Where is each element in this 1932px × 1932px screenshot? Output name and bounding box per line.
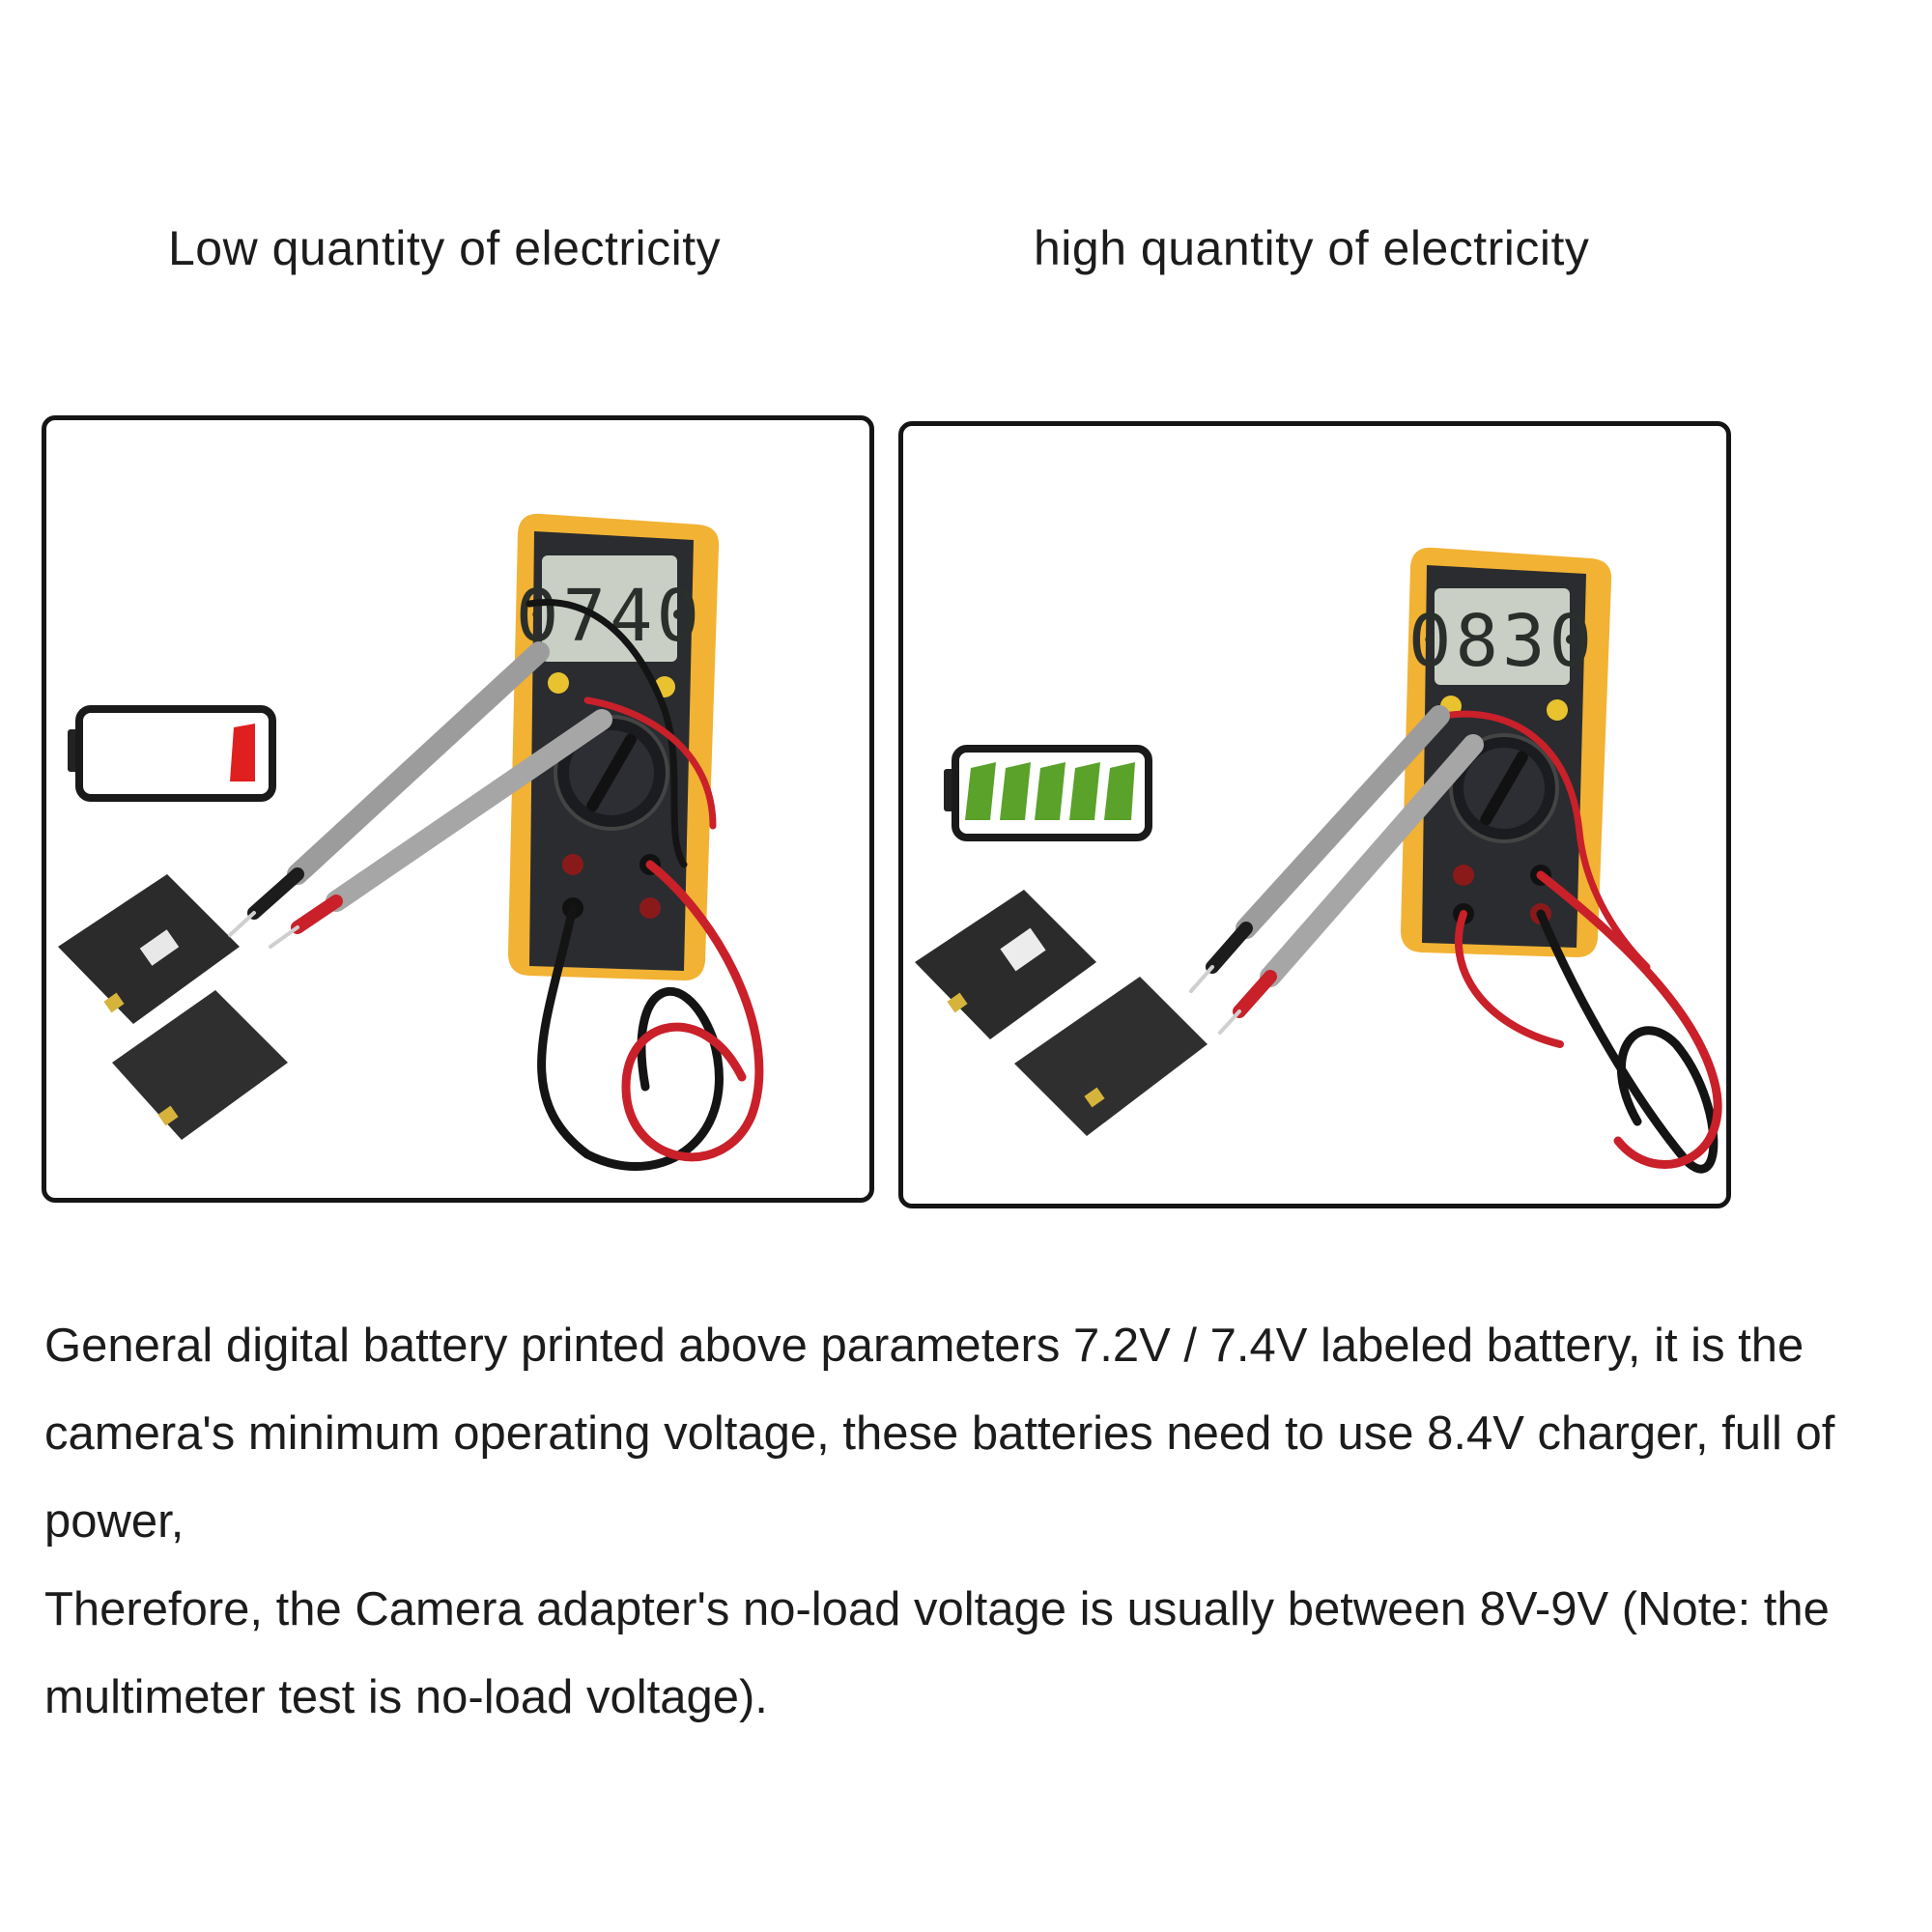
test-leads bbox=[228, 599, 764, 1172]
lcd-screen bbox=[542, 555, 677, 662]
description-text: General digital battery printed above pa… bbox=[44, 1302, 1928, 1742]
multimeter: 0740 bbox=[508, 513, 720, 980]
test-leads bbox=[1189, 705, 1722, 1174]
camera-battery bbox=[58, 874, 240, 1024]
battery-low-icon bbox=[68, 705, 276, 802]
battery-full-icon bbox=[944, 745, 1152, 841]
panel-high-charge: 0830 bbox=[898, 421, 1731, 1208]
description-paragraph-1: General digital battery printed above pa… bbox=[44, 1320, 1835, 1548]
multimeter-photo-low: 0740 bbox=[58, 513, 764, 1172]
heading-high-charge: high quantity of electricity bbox=[1034, 221, 1590, 275]
lcd-screen bbox=[1435, 588, 1570, 685]
camera-battery bbox=[915, 890, 1096, 1039]
meter-reading: 0830 bbox=[1408, 600, 1596, 683]
multimeter-photo-high: 0830 bbox=[915, 547, 1722, 1174]
meter-reading: 0740 bbox=[516, 575, 703, 658]
heading-low-charge: Low quantity of electricity bbox=[168, 221, 722, 275]
camera-battery bbox=[1014, 977, 1208, 1136]
battery-low-cell bbox=[230, 724, 255, 781]
description-paragraph-2: Therefore, the Camera adapter's no-load … bbox=[44, 1583, 1830, 1723]
panel-low-charge: 0740 bbox=[42, 415, 874, 1203]
camera-battery bbox=[112, 990, 288, 1140]
multimeter: 0830 bbox=[1401, 547, 1612, 957]
